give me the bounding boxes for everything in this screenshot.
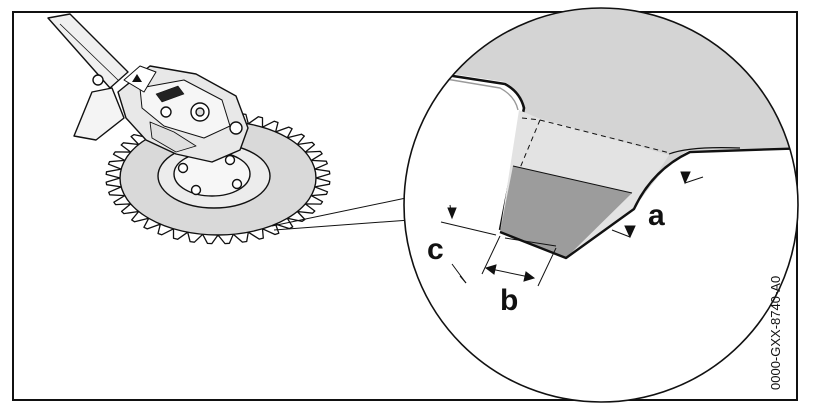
brand-badge <box>155 85 185 103</box>
part-code: 0000-GXX-8740-A0 <box>768 276 783 390</box>
leader-line-top <box>271 197 407 227</box>
label-b: b <box>500 284 518 317</box>
dimension-b <box>481 235 557 287</box>
magnified-view <box>403 7 799 403</box>
leader-line-bottom <box>273 219 411 231</box>
label-a: a <box>648 199 665 232</box>
dimension-c <box>440 204 497 284</box>
blade-edge <box>439 72 526 231</box>
blade-guard <box>73 87 125 141</box>
label-c: c <box>427 233 444 266</box>
magnifier-circle <box>403 7 799 403</box>
trimmer-illustration <box>47 13 331 245</box>
cutting-edge <box>499 146 798 260</box>
ground-bevel <box>500 166 632 258</box>
dimension-a <box>611 171 704 239</box>
